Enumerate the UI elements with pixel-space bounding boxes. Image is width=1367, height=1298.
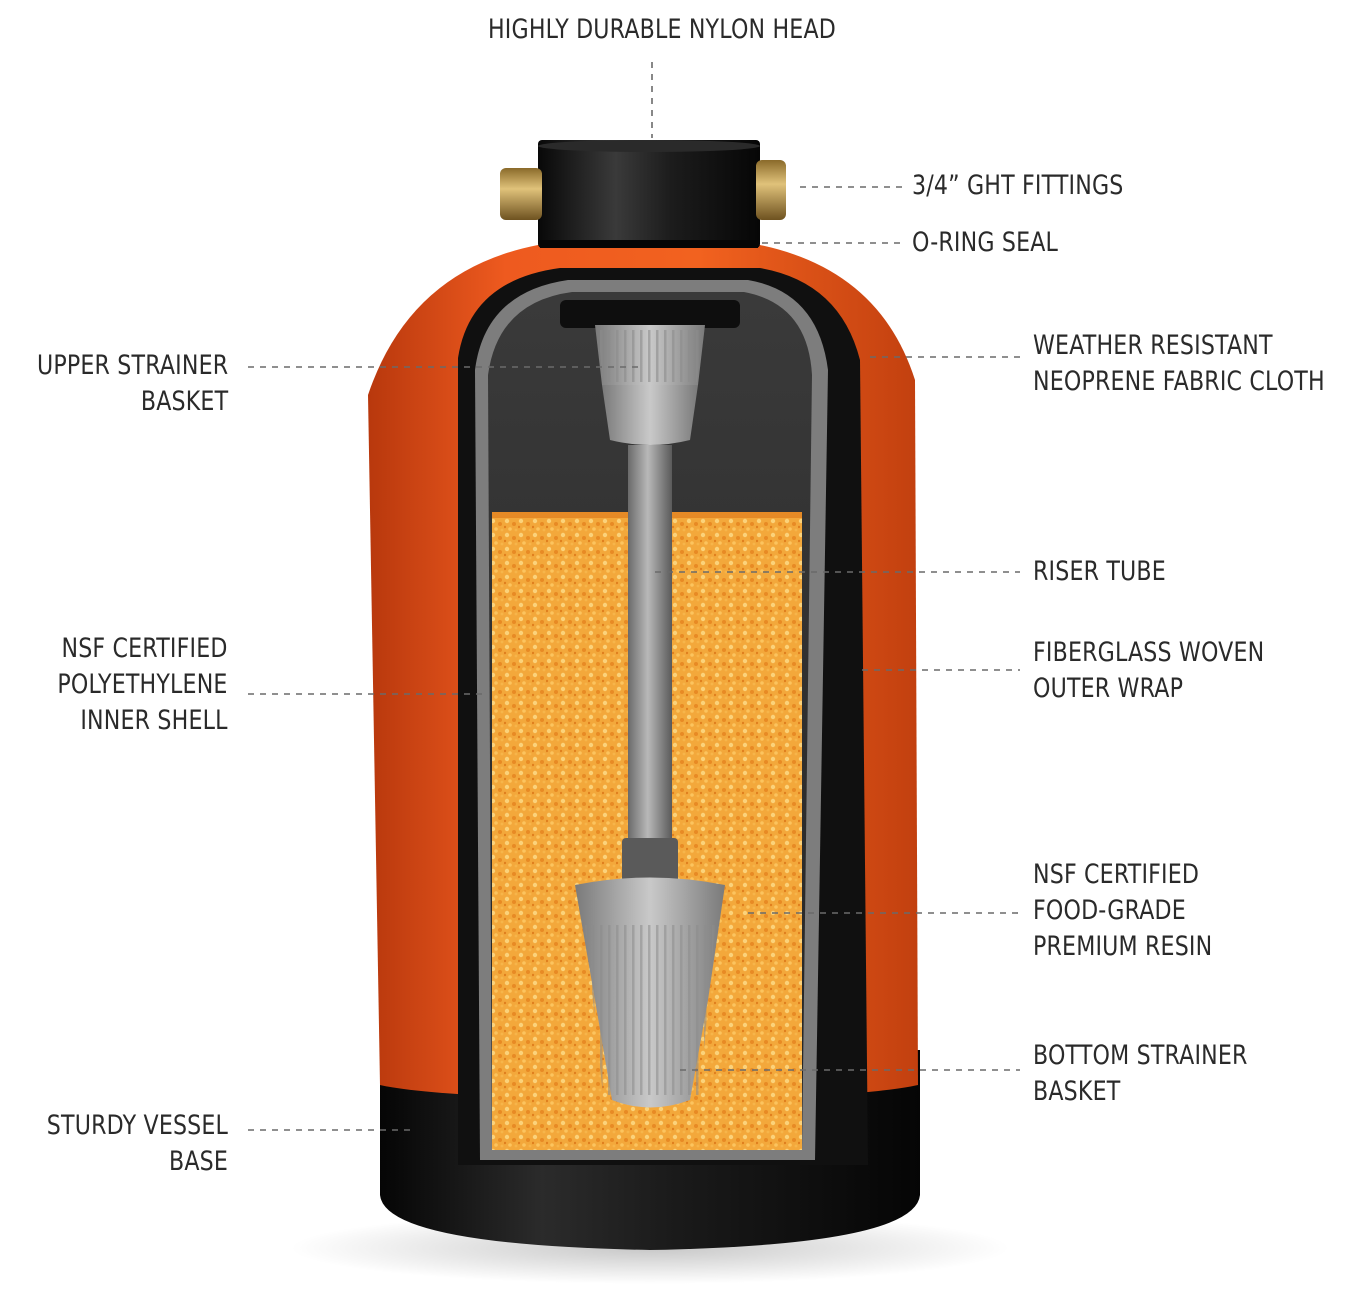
label-neoprene-cloth: WEATHER RESISTANT NEOPRENE FABRIC CLOTH	[1033, 328, 1325, 400]
o-ring-seal	[540, 240, 758, 248]
nylon-head	[538, 140, 760, 248]
label-inner-shell: NSF CERTIFIED POLYETHYLENE INNER SHELL	[58, 631, 228, 739]
label-neoprene-cloth-line2: NEOPRENE FABRIC CLOTH	[1033, 366, 1325, 397]
leader-lines	[248, 62, 1020, 1131]
label-bottom-strainer: BOTTOM STRAINER BASKET	[1033, 1038, 1248, 1110]
label-ght-fittings: 3/4” GHT FITTINGS	[912, 168, 1124, 204]
label-bottom-strainer-line2: BASKET	[1033, 1076, 1121, 1107]
label-o-ring-seal: O-RING SEAL	[912, 225, 1058, 261]
label-bottom-strainer-line1: BOTTOM STRAINER	[1033, 1040, 1248, 1071]
ght-fitting-left	[500, 168, 542, 220]
label-upper-strainer: UPPER STRAINER BASKET	[37, 348, 228, 420]
label-fiberglass-wrap-line2: OUTER WRAP	[1033, 673, 1184, 704]
label-inner-shell-line2: POLYETHYLENE	[57, 669, 228, 700]
label-riser-tube: RISER TUBE	[1033, 554, 1166, 590]
bottom-strainer-collar	[622, 838, 678, 886]
label-premium-resin-line3: PREMIUM RESIN	[1033, 931, 1213, 962]
label-vessel-base: STURDY VESSEL BASE	[47, 1108, 228, 1180]
label-vessel-base-line1: STURDY VESSEL	[46, 1110, 228, 1141]
label-premium-resin: NSF CERTIFIED FOOD-GRADE PREMIUM RESIN	[1033, 857, 1212, 965]
ght-fitting-right	[756, 160, 786, 220]
label-premium-resin-line2: FOOD-GRADE	[1033, 895, 1186, 926]
label-upper-strainer-line1: UPPER STRAINER	[36, 350, 228, 381]
inner-cap	[560, 300, 740, 328]
label-inner-shell-line3: INNER SHELL	[80, 705, 228, 736]
label-riser-tube-line1: RISER TUBE	[1033, 556, 1166, 587]
riser-tube	[628, 445, 672, 845]
label-vessel-base-line2: BASE	[168, 1146, 228, 1177]
label-o-ring-seal-line1: O-RING SEAL	[912, 227, 1059, 258]
label-nylon-head-line1: HIGHLY DURABLE NYLON HEAD	[488, 14, 836, 45]
label-fiberglass-wrap: FIBERGLASS WOVEN OUTER WRAP	[1033, 635, 1264, 707]
label-fiberglass-wrap-line1: FIBERGLASS WOVEN	[1033, 637, 1265, 668]
label-nylon-head: HIGHLY DURABLE NYLON HEAD	[488, 12, 836, 48]
label-neoprene-cloth-line1: WEATHER RESISTANT	[1033, 330, 1273, 361]
label-premium-resin-line1: NSF CERTIFIED	[1033, 859, 1200, 890]
label-inner-shell-line1: NSF CERTIFIED	[61, 633, 228, 664]
label-upper-strainer-line2: BASKET	[140, 386, 228, 417]
label-ght-fittings-line1: 3/4” GHT FITTINGS	[912, 170, 1124, 201]
